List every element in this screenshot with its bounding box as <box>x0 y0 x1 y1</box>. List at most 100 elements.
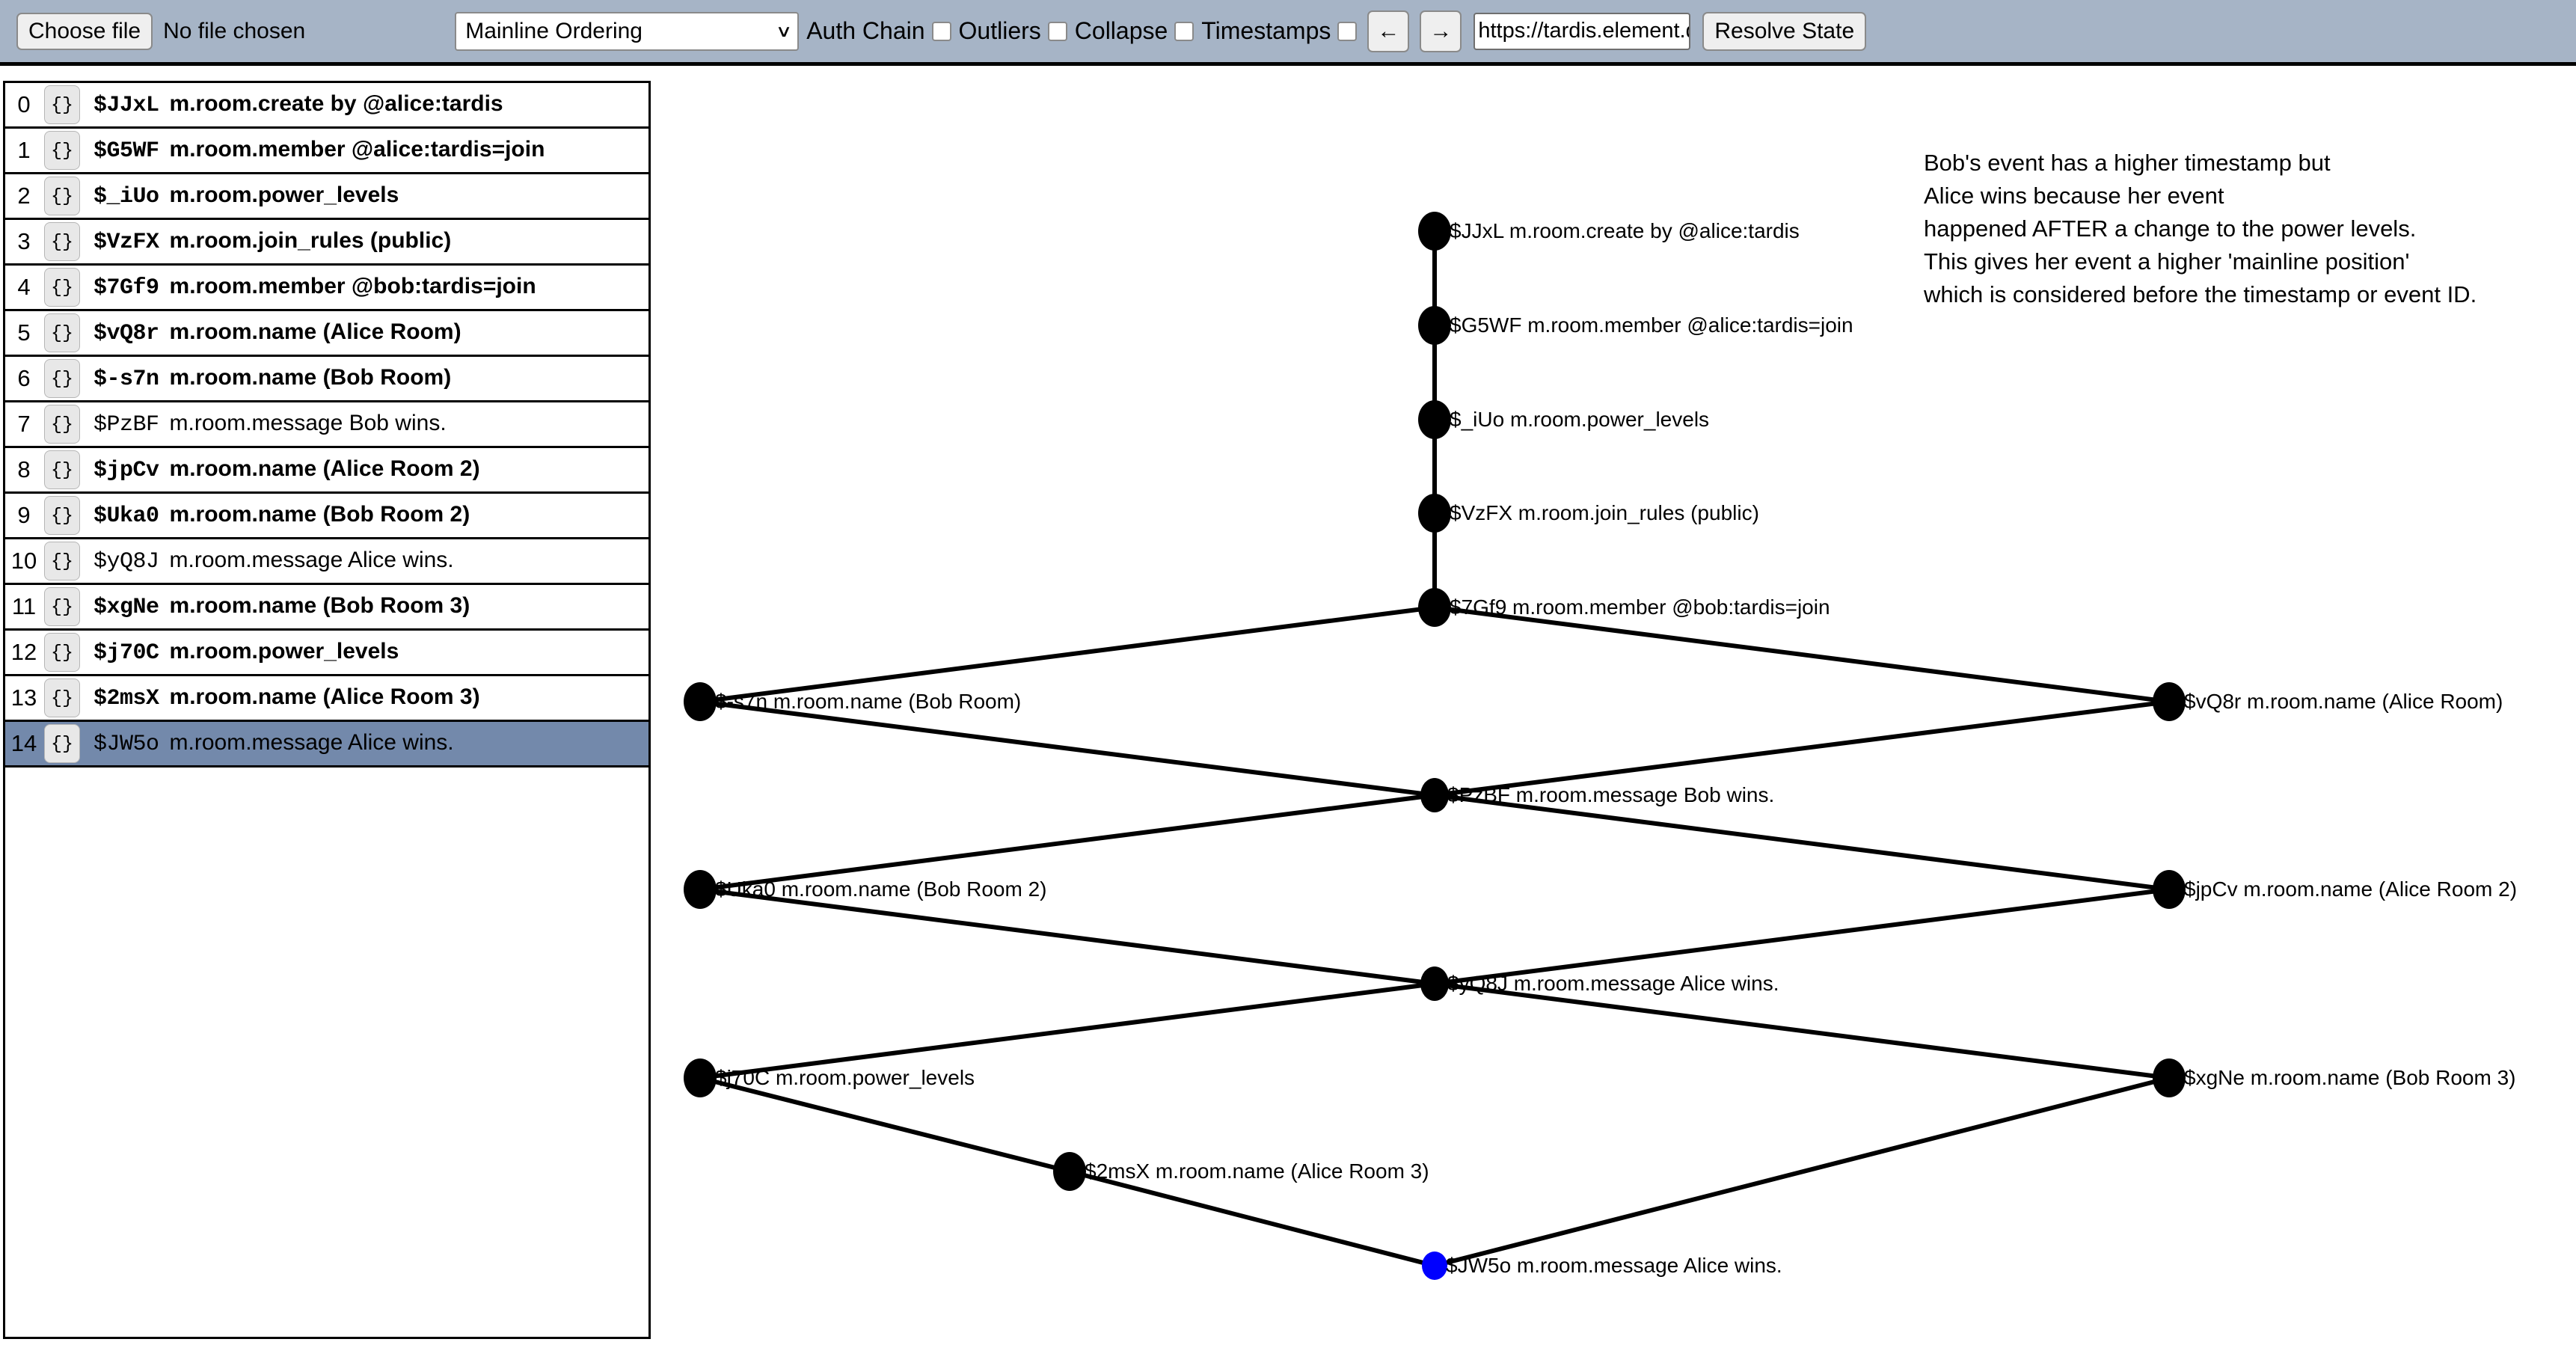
event-row-id: $j70C <box>93 640 159 666</box>
event-row-description: m.room.join_rules (public) <box>169 228 452 253</box>
event-list-empty-area <box>5 768 648 1337</box>
graph-node[interactable] <box>1053 1152 1086 1191</box>
graph-node[interactable] <box>2153 682 2186 721</box>
json-braces-icon[interactable]: {} <box>44 222 80 261</box>
outliers-label: Outliers <box>958 17 1041 44</box>
json-braces-icon[interactable]: {} <box>44 450 80 489</box>
json-braces-icon[interactable]: {} <box>44 587 80 626</box>
graph-node[interactable] <box>684 870 717 909</box>
json-braces-icon[interactable]: {} <box>44 359 80 398</box>
choose-file-button[interactable]: Choose file <box>16 12 153 50</box>
annotation-line: Alice wins because her event <box>1924 183 2224 209</box>
json-braces-icon[interactable]: {} <box>44 542 80 580</box>
event-row-id: $_iUo <box>93 184 159 209</box>
graph-edge <box>1069 1169 1435 1268</box>
event-row-description: m.room.message Bob wins. <box>169 411 447 435</box>
graph-edge <box>699 793 1435 892</box>
graph-node[interactable] <box>1418 400 1451 439</box>
outliers-checkbox[interactable] <box>1047 21 1067 41</box>
json-braces-icon[interactable]: {} <box>44 724 80 763</box>
event-row-id: $-s7n <box>93 367 159 392</box>
annotation-line: This gives her event a higher 'mainline … <box>1924 248 2410 275</box>
resolve-state-button[interactable]: Resolve State <box>1702 11 1867 51</box>
event-row-id: $vQ8r <box>93 321 159 346</box>
json-braces-icon[interactable]: {} <box>44 405 80 444</box>
graph-node[interactable] <box>1422 1252 1447 1280</box>
event-row-index: 4 <box>17 274 31 300</box>
json-braces-icon[interactable]: {} <box>44 177 80 215</box>
json-braces-icon[interactable]: {} <box>44 678 80 717</box>
json-braces-icon[interactable]: {} <box>44 131 80 170</box>
dag-graph-svg <box>684 212 2186 1280</box>
graph-edge <box>699 1076 1070 1174</box>
graph-node-layer <box>684 212 2186 1280</box>
timestamps-checkbox[interactable] <box>1337 21 1358 41</box>
event-row-id: $Uka0 <box>93 503 159 529</box>
annotation-line: happened AFTER a change to the power lev… <box>1924 215 2417 242</box>
collapse-checkbox[interactable] <box>1174 21 1195 41</box>
graph-edge <box>699 699 1435 797</box>
event-row-index: 11 <box>11 593 37 619</box>
json-braces-icon[interactable]: {} <box>44 313 80 352</box>
event-row-id: $JW5o <box>93 732 159 757</box>
graph-edge <box>1434 793 2170 892</box>
graph-node[interactable] <box>1418 212 1451 251</box>
graph-edge-layer <box>699 231 2170 1268</box>
event-row-index: 14 <box>10 730 37 756</box>
annotation-line: which is considered before the timestamp… <box>1924 281 2477 307</box>
event-row-index: 0 <box>17 91 31 117</box>
event-row-id: $JJxL <box>93 93 159 118</box>
event-row-description: m.room.power_levels <box>169 183 399 207</box>
json-braces-icon[interactable]: {} <box>44 633 80 672</box>
graph-node[interactable] <box>2153 1059 2186 1097</box>
json-braces-icon[interactable]: {} <box>44 268 80 307</box>
graph-node[interactable] <box>1418 588 1451 627</box>
back-arrow-button[interactable]: ← <box>1367 10 1410 52</box>
ordering-select[interactable]: Mainline Ordering ∨ <box>455 11 800 51</box>
json-braces-icon[interactable]: {} <box>44 85 80 124</box>
graph-node[interactable] <box>2153 870 2186 909</box>
event-row-description: m.room.name (Bob Room 3) <box>169 593 470 618</box>
forward-arrow-button[interactable]: → <box>1420 10 1462 52</box>
event-row-id: $jpCv <box>93 458 159 483</box>
server-url-input[interactable]: https://tardis.element.dev <box>1473 12 1691 50</box>
graph-node[interactable] <box>1418 306 1451 345</box>
event-row-index: 1 <box>17 137 31 163</box>
auth-chain-checkbox[interactable] <box>931 21 951 41</box>
event-row-description: m.room.name (Bob Room) <box>169 365 452 390</box>
timestamps-label: Timestamps <box>1201 17 1331 44</box>
event-row-id: $7Gf9 <box>93 275 159 301</box>
graph-node[interactable] <box>1420 778 1449 812</box>
graph-node[interactable] <box>1418 494 1451 533</box>
event-row-text: $Uka0 m.room.name (Bob Room 2) <box>93 502 470 529</box>
event-row-description: m.room.name (Bob Room 2) <box>169 502 470 527</box>
json-braces-icon[interactable]: {} <box>44 496 80 535</box>
event-row-description: m.room.message Alice wins. <box>169 548 454 572</box>
outliers-checkbox-group: Outliers <box>959 17 1067 45</box>
graph-node[interactable] <box>684 1059 717 1097</box>
graph-node[interactable] <box>684 682 717 721</box>
graph-node[interactable] <box>1420 966 1449 1001</box>
no-file-chosen-label: No file chosen <box>163 18 306 43</box>
